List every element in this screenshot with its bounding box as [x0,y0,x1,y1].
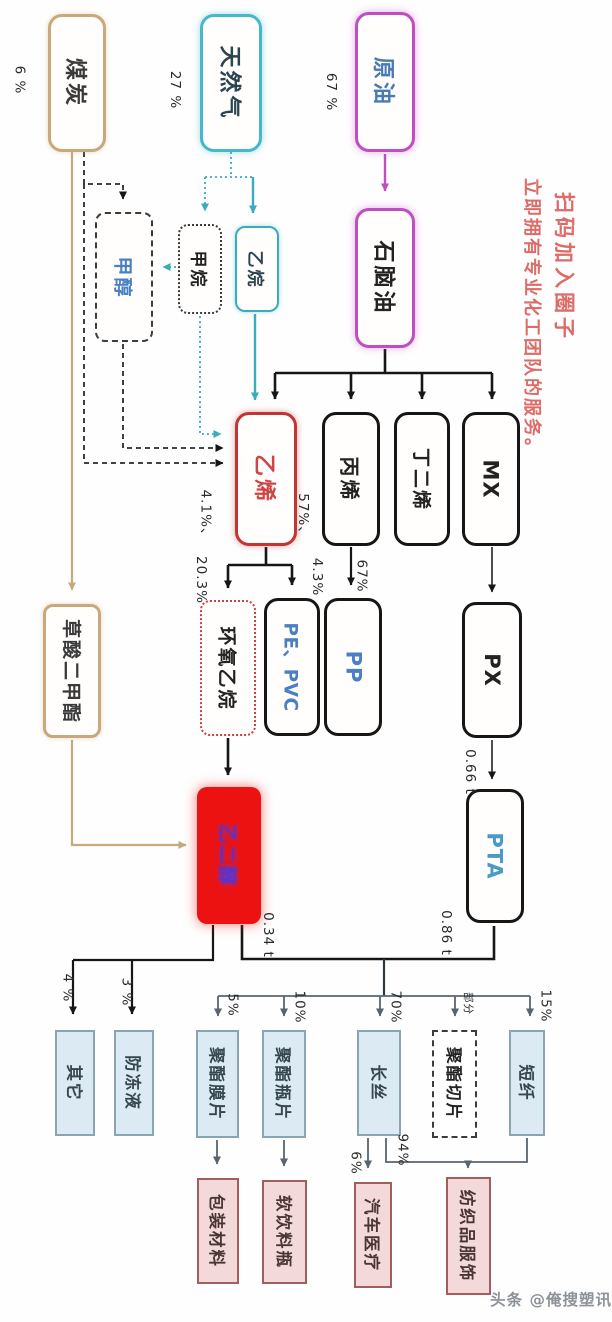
label-ethylene-out-a: 57%、 [295,493,312,541]
edges-gas [122,152,259,452]
node-ethylene-label: 乙烯 [250,453,276,505]
node-others: 其它 [55,1030,95,1136]
label-others-share: 4 % [59,973,75,1003]
node-crude-oil: 原油 [355,12,415,152]
edges-products [213,1138,528,1169]
node-ethylene-oxide-label: 环氧乙烷 [215,625,238,711]
node-pta-label: PTA [483,832,507,880]
node-coal-label: 煤炭 [61,57,87,109]
node-textile-apparel-label: 纺织品服饰 [457,1189,477,1283]
node-soft-drink-bottle-label: 软饮料瓶 [273,1195,293,1269]
node-polyester-chip: 聚酯切片 [432,1030,477,1138]
node-butadiene-label: 丁二烯 [409,447,432,511]
label-ethylene-in-a: 4.1%、 [197,489,213,543]
node-staple-fiber: 短纤 [509,1030,545,1136]
node-propylene-label: 丙烯 [337,456,362,502]
node-filament: 长丝 [357,1030,401,1136]
node-crude-oil-label: 原油 [369,56,395,108]
node-antifreeze-label: 防冻液 [123,1055,142,1111]
label-ethylene-out-b: 4.3% [309,557,325,597]
edges-polyester [69,925,534,1017]
node-natural-gas-label: 天然气 [216,45,242,121]
node-polyester-film: 聚酯膜片 [196,1030,239,1138]
node-auto-medical: 汽车医疗 [354,1182,392,1288]
node-polyester-film-label: 聚酯膜片 [206,1047,226,1121]
node-bottle-chip: 聚酯瓶片 [262,1030,306,1138]
label-filament-auto-share: 6% [348,1151,365,1175]
label-antifreeze-share: 3 % [118,977,134,1007]
node-pp-label: PP [340,650,365,684]
edges-olefins [224,547,496,780]
node-px-label: PX [480,653,504,687]
node-auto-medical-label: 汽车医疗 [362,1198,381,1272]
node-butadiene: 丁二烯 [394,412,450,546]
node-packaging-label: 包装材料 [207,1194,226,1268]
node-textile-apparel: 纺织品服饰 [446,1177,491,1295]
label-filament-share: 70% [387,990,404,1024]
node-ethylene-oxide: 环氧乙烷 [200,600,256,736]
label-coal-share: 6 % [11,65,27,95]
node-methane: 甲烷 [178,224,222,314]
node-naphtha-label: 石脑油 [370,240,396,316]
node-propylene: 丙烯 [322,412,380,546]
node-filament-label: 长丝 [368,1064,387,1102]
node-meg: 乙二醇 [197,787,261,924]
label-bottle-chip-share: 10% [291,990,308,1024]
label-pp-share: 67% [353,559,370,593]
node-bottle-chip-label: 聚酯瓶片 [273,1047,292,1121]
node-others-label: 其它 [64,1064,83,1102]
node-dimethyl-oxalate: 草酸二甲酯 [43,604,101,738]
label-ethylene-in-b: 20.3% [193,556,210,604]
node-px: PX [462,602,522,738]
node-natural-gas: 天然气 [200,14,262,152]
node-methanol-label: 甲醇 [111,255,134,299]
node-mx-label: MX [479,459,503,499]
node-methanol: 甲醇 [95,212,153,342]
label-oil-share: 67 % [323,72,339,112]
node-methane-label: 甲烷 [187,250,208,288]
label-staple-share: 15% [537,989,554,1023]
node-polyester-chip-label: 聚酯切片 [443,1047,463,1121]
node-staple-fiber-label: 短纤 [516,1064,535,1102]
label-px-pta-ton: 0.66 t [462,749,478,795]
edges-crude [271,154,496,400]
node-mx: MX [462,412,520,546]
promo-line2: 立即拥有专业化工团队的服务。 [521,178,542,458]
label-film-share: 5% [225,993,242,1017]
edges-coal [68,152,224,849]
label-gas-share: 27 % [167,70,183,110]
label-meg-ton: 0.34 t [260,912,276,958]
node-pta: PTA [466,789,524,923]
node-pe-pvc-label: PE、PVC [280,622,301,712]
label-chip-share: 部分 [461,991,474,1015]
node-pp: PP [324,598,382,736]
node-naphtha: 石脑油 [355,208,415,348]
node-packaging: 包装材料 [197,1178,239,1284]
node-ethylene: 乙烯 [235,412,297,546]
node-antifreeze: 防冻液 [114,1030,154,1136]
label-filament-textile-share: 94% [394,1133,411,1167]
node-pe-pvc: PE、PVC [264,598,320,736]
label-pta-ton: 0.86 t [438,910,454,956]
node-meg-label: 乙二醇 [216,823,239,888]
watermark: 头条 @俺搜塑讯 [490,1291,612,1309]
node-dimethyl-oxalate-label: 草酸二甲酯 [59,618,82,724]
node-soft-drink-bottle: 软饮料瓶 [262,1180,307,1284]
node-ethane-label: 乙烷 [244,250,265,288]
promo-line1: 扫码加入圈子 [552,192,576,342]
node-coal: 煤炭 [48,14,106,152]
node-ethane: 乙烷 [235,226,279,312]
